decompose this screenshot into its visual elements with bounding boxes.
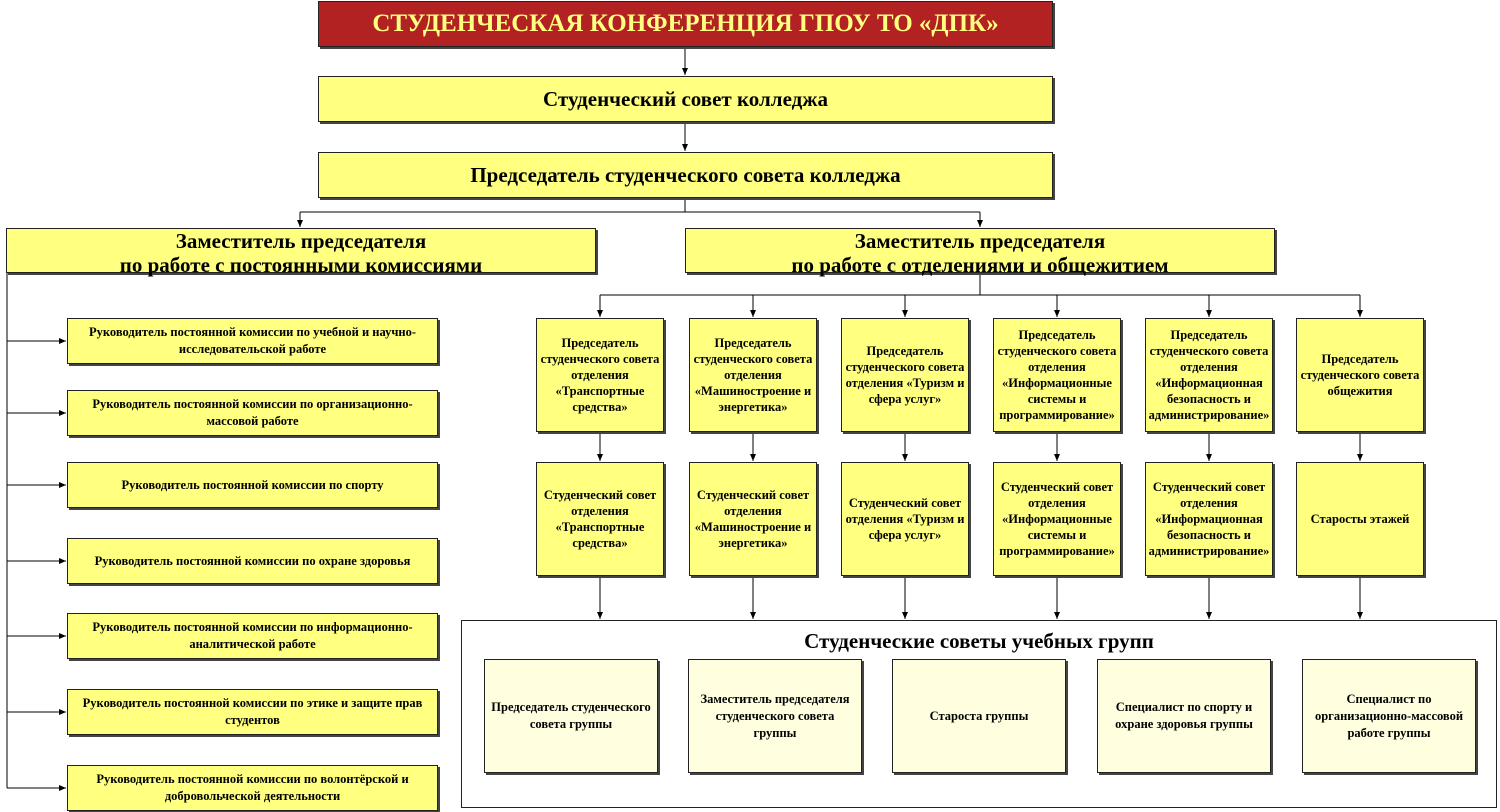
department-chair-box: Председатель студенческого совета отделе… xyxy=(993,318,1121,432)
commission-box: Руководитель постоянной комиссии по воло… xyxy=(67,765,438,811)
commission-box: Руководитель постоянной комиссии по охра… xyxy=(67,538,438,584)
department-chair-box: Председатель студенческого совета общежи… xyxy=(1296,318,1424,432)
deputy-line1: Заместитель председателя xyxy=(175,229,427,253)
group-councils-title: Студенческие советы учебных групп xyxy=(804,629,1154,653)
commission-box: Руководитель постоянной комиссии по спор… xyxy=(67,462,438,508)
group-member-box: Председатель студенческого совета группы xyxy=(484,659,658,773)
department-chair-box: Председатель студенческого совета отделе… xyxy=(841,318,969,432)
department-chair-box: Председатель студенческого совета отделе… xyxy=(1145,318,1273,432)
commission-box: Руководитель постоянной комиссии по этик… xyxy=(67,689,438,735)
department-council-box: Старосты этажей xyxy=(1296,462,1424,576)
department-council-box: Студенческий совет отделения «Информацио… xyxy=(1145,462,1273,576)
college-council-box: Студенческий совет колледжа xyxy=(318,76,1053,122)
department-council-box: Студенческий совет отделения «Туризм и с… xyxy=(841,462,969,576)
department-council-box: Студенческий совет отделения «Машиностро… xyxy=(689,462,817,576)
deputy-line2: по работе с отделениями и общежитием xyxy=(791,253,1169,277)
commission-box: Руководитель постоянной комиссии по орга… xyxy=(67,390,438,436)
deputy-line1: Заместитель председателя xyxy=(854,229,1106,253)
student-conference-title: СТУДЕНЧЕСКАЯ КОНФЕРЕНЦИЯ ГПОУ ТО «ДПК» xyxy=(318,1,1053,47)
commission-box: Руководитель постоянной комиссии по инфо… xyxy=(67,613,438,659)
department-council-box: Студенческий совет отделения «Информацио… xyxy=(993,462,1121,576)
group-member-box: Специалист по спорту и охране здоровья г… xyxy=(1097,659,1271,773)
department-council-box: Студенческий совет отделения «Транспортн… xyxy=(536,462,664,576)
deputy-line2: по работе с постоянными комиссиями xyxy=(119,253,483,277)
department-chair-box: Председатель студенческого совета отделе… xyxy=(536,318,664,432)
group-member-box: Заместитель председателя студенческого с… xyxy=(688,659,862,773)
chairman-box: Председатель студенческого совета коллед… xyxy=(318,152,1053,198)
department-chair-box: Председатель студенческого совета отделе… xyxy=(689,318,817,432)
group-member-box: Специалист по организационно-массовой ра… xyxy=(1302,659,1476,773)
group-member-box: Староста группы xyxy=(892,659,1066,773)
commission-box: Руководитель постоянной комиссии по учеб… xyxy=(67,318,438,364)
